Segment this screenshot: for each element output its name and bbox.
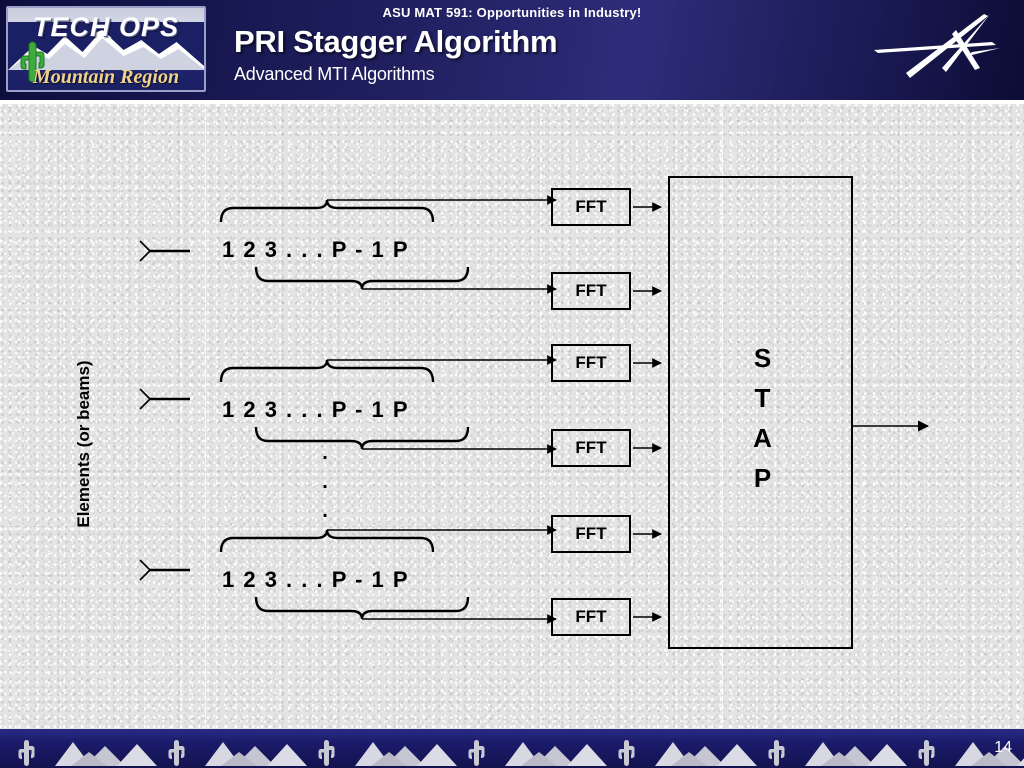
slide-background — [0, 104, 1024, 729]
ellipsis-dot: . — [322, 500, 328, 522]
pulse-sequence-row-2: 1 2 3 . . . P - 1 P — [222, 397, 410, 422]
stap-letter: A — [753, 423, 772, 453]
footer-mountain-cactus-motif — [18, 740, 1024, 766]
antenna-element-1 — [139, 240, 190, 262]
antenna-element-2 — [139, 388, 190, 410]
pulse-sequence-row-1: 1 2 3 . . . P - 1 P — [222, 237, 410, 262]
stap-letter: T — [754, 383, 771, 413]
page-number: 14 — [994, 739, 1012, 756]
row-3-top-brace — [219, 529, 435, 553]
logo-title: TECH OPS — [32, 12, 180, 42]
row-3-bottom-brace — [254, 596, 470, 620]
lockheed-star-icon — [874, 14, 1000, 78]
row-1-bottom-brace — [254, 266, 470, 290]
pulse-sequence-row-3: 1 2 3 . . . P - 1 P — [222, 567, 410, 592]
logo-mountain-graphic — [8, 22, 204, 70]
fft-box-6[interactable]: FFT — [551, 598, 631, 636]
fft-box-2[interactable]: FFT — [551, 272, 631, 310]
header-divider — [0, 100, 1024, 104]
ellipsis-dot: . — [322, 471, 328, 493]
tech-ops-logo: TECH OPS Mountain Region — [6, 6, 206, 92]
stap-letter: P — [753, 463, 772, 493]
slide-footer: 14 — [0, 729, 1024, 768]
vertical-ellipsis: . . . — [318, 439, 332, 526]
course-kicker: ASU MAT 591: Opportunities in Industry! — [382, 5, 642, 20]
background-seam-right — [722, 104, 723, 729]
stap-label: S T A P — [670, 338, 855, 498]
logo-subtitle: Mountain Region — [32, 66, 180, 88]
pri-stagger-diagram: Elements (or beams) — [0, 104, 1024, 729]
background-seam-left — [205, 104, 206, 729]
row-2-top-brace — [219, 359, 435, 383]
row-1-top-brace — [219, 199, 435, 223]
fft-box-5[interactable]: FFT — [551, 515, 631, 553]
row-2-bottom-brace — [254, 426, 470, 450]
fft-box-1[interactable]: FFT — [551, 188, 631, 226]
page-subtitle: Advanced MTI Algorithms — [234, 64, 435, 84]
stap-letter: S — [753, 343, 772, 373]
cactus-icon — [20, 41, 45, 82]
diagram-wiring — [139, 195, 930, 624]
ellipsis-dot: . — [322, 442, 328, 464]
fft-box-3[interactable]: FFT — [551, 344, 631, 382]
stap-processor-block[interactable]: S T A P — [668, 176, 853, 649]
antenna-element-3 — [139, 559, 190, 581]
fft-box-4[interactable]: FFT — [551, 429, 631, 467]
page-title: PRI Stagger Algorithm — [234, 24, 558, 59]
